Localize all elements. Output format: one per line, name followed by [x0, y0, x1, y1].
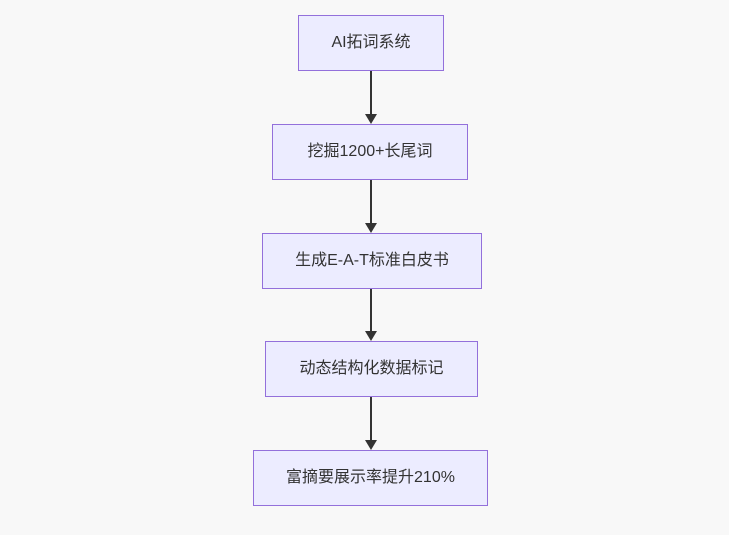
- arrowhead-down-icon: [364, 440, 377, 450]
- flow-edge-3: [364, 289, 377, 341]
- arrowhead-down-icon: [364, 223, 377, 233]
- flow-node-rich-snippet-rate-increase: 富摘要展示率提升210%: [253, 450, 488, 506]
- flow-edge-4: [364, 397, 377, 450]
- flow-edge-2: [364, 180, 377, 233]
- arrow-line: [369, 289, 372, 331]
- flow-node-eat-whitepaper-generation: 生成E-A-T标准白皮书: [262, 233, 482, 289]
- arrow-line: [369, 397, 372, 440]
- flow-node-ai-word-expansion-system: AI拓词系统: [298, 15, 444, 71]
- flow-node-dynamic-structured-data-markup: 动态结构化数据标记: [265, 341, 478, 397]
- arrowhead-down-icon: [364, 331, 377, 341]
- flow-node-longtail-keyword-mining: 挖掘1200+长尾词: [272, 124, 468, 180]
- arrow-line: [369, 71, 372, 114]
- arrowhead-down-icon: [364, 114, 377, 124]
- arrow-line: [369, 180, 372, 223]
- flow-edge-1: [364, 71, 377, 124]
